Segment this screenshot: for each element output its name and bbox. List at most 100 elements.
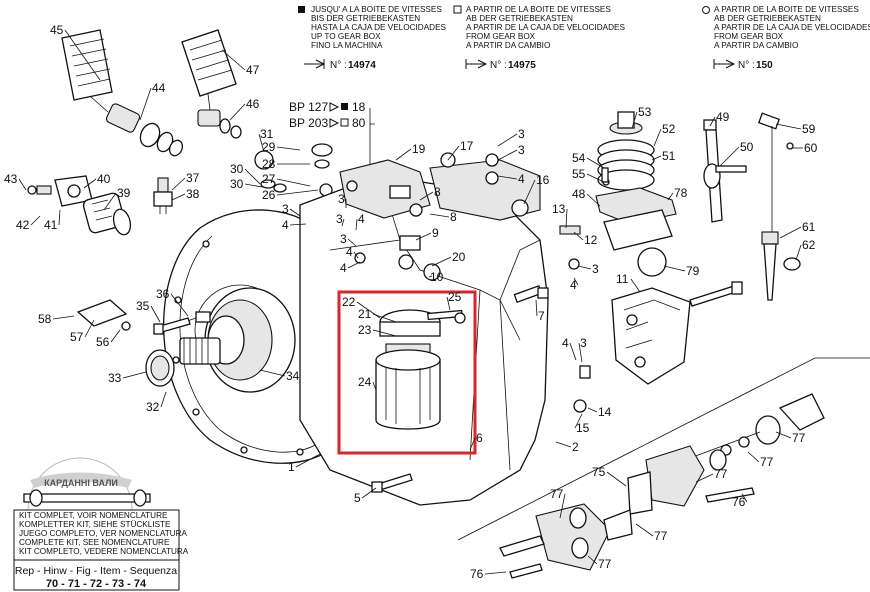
valve-assembly-48-55: [595, 111, 677, 277]
callout-number: 57: [70, 330, 84, 344]
callout-number: 3: [340, 232, 347, 246]
callout-number: 61: [802, 220, 816, 234]
leader-line: [160, 391, 167, 408]
callout-number: 60: [804, 141, 818, 155]
callout-number: 78: [674, 186, 688, 200]
callout-number: 17: [460, 139, 474, 153]
kit-box: KIT COMPLET, VOIR NOMENCLATURE KOMPLETTE…: [13, 509, 189, 591]
serial-number: 14974: [348, 60, 376, 71]
leader-line: [103, 192, 117, 211]
leader-line: [244, 168, 261, 185]
filled-square-icon: [341, 103, 348, 110]
callout-number: 76: [732, 495, 746, 509]
leader-line: [289, 223, 307, 226]
callout-number: 46: [246, 97, 260, 111]
serial-number: 14975: [508, 60, 536, 71]
leader-line: [171, 177, 186, 191]
leader-line: [64, 29, 101, 81]
callout-number: 40: [97, 172, 111, 186]
leader-line: [347, 238, 357, 247]
serial-prefix: N° :: [330, 60, 347, 71]
callout-number: 4: [562, 336, 569, 350]
callout-number: 34: [286, 369, 300, 383]
callout-number: 11: [616, 272, 629, 286]
note-from-gearbox-square: A PARTIR DE LA BOITE DE VITESSES AB DER …: [453, 5, 625, 71]
watermark-text: КАРДАННІ ВАЛИ: [44, 478, 118, 488]
callout-number: 25: [448, 290, 462, 304]
leader-line: [587, 407, 598, 413]
note-line: A PARTIR DE LA CAJA DE VELOCIDADES: [714, 23, 870, 32]
callout-number: 27: [262, 172, 276, 186]
note-line: AB DER GETRIEBEKASTEN: [466, 14, 573, 23]
callout-number: 54: [572, 151, 586, 165]
callout-number: 77: [714, 467, 728, 481]
leader-line: [372, 381, 377, 391]
callout-number: 56: [96, 335, 110, 349]
bolt-35: [153, 317, 191, 335]
callout-number: 3: [336, 212, 343, 226]
leader-line: [795, 244, 802, 261]
switch-37-38: [153, 177, 173, 214]
callout-number: 29: [262, 140, 276, 154]
serial-arrow-icon: [304, 59, 326, 69]
callout-number: 10: [430, 270, 444, 284]
callout-number: 50: [740, 140, 754, 154]
callout-number: 4: [346, 245, 353, 259]
leader-line: [52, 315, 75, 320]
callout-number: 80: [352, 116, 366, 130]
leader-line: [469, 437, 476, 451]
callout-number: 21: [358, 307, 372, 321]
callout-number: 28: [262, 157, 276, 171]
leader-line: [58, 209, 61, 226]
leader-line: [428, 275, 433, 278]
leader-line: [221, 49, 246, 71]
callout-number: 3: [518, 143, 525, 157]
bp-label: BP 127: [289, 100, 328, 114]
leader-line: [653, 128, 662, 147]
callout-number: 30: [230, 177, 244, 191]
callout-number: 4: [518, 172, 525, 186]
callout-number: 49: [716, 110, 730, 124]
leader-line: [775, 431, 792, 439]
callout-number: 26: [262, 188, 276, 202]
callout-number: 77: [792, 431, 806, 445]
callout-number: 77: [550, 487, 564, 501]
callout-number: 15: [576, 421, 590, 435]
kit-line: KIT COMPLETO, VEDERE NOMENCLATURA: [19, 547, 189, 556]
callout-number: 36: [156, 287, 170, 301]
callout-number: 59: [802, 122, 816, 136]
leader-line: [586, 173, 605, 183]
callout-number: 58: [38, 312, 52, 326]
leader-line: [586, 193, 601, 207]
callout-number: 75: [592, 465, 606, 479]
leader-lines: [18, 29, 803, 575]
leader-line: [395, 148, 412, 161]
plug-tag-47: [181, 29, 242, 139]
leader-line: [18, 178, 27, 191]
callout-number: 23: [358, 323, 372, 337]
callout-number: 77: [654, 529, 668, 543]
callout-number: 55: [572, 167, 586, 181]
callout-number: 35: [136, 299, 150, 313]
leader-line: [497, 149, 518, 161]
cover-plate-57: [76, 299, 131, 331]
leader-line: [353, 251, 359, 259]
callout-number: 6: [476, 431, 483, 445]
output-flange-assembly: [145, 287, 296, 393]
leader-line: [276, 178, 311, 187]
kit-line: KOMPLETTER KIT, SIEHE STÜCKLISTE: [19, 519, 171, 529]
note-line: UP TO GEAR BOX: [311, 32, 381, 41]
leader-line: [565, 208, 568, 229]
serial-arrow-icon: [713, 59, 736, 69]
leader-line: [631, 111, 638, 129]
note-line: FINO LA MACHINA: [311, 41, 383, 50]
leader-line: [276, 189, 319, 196]
leader-line: [83, 178, 97, 189]
leader-line: [663, 265, 686, 272]
note-up-to-gearbox: JUSQU' A LA BOITE DE VITESSES BIS DER GE…: [298, 5, 447, 71]
leader-line: [289, 208, 301, 217]
callout-number: 43: [4, 172, 18, 186]
leader-line: [709, 116, 716, 127]
callout-number: 3: [518, 127, 525, 141]
